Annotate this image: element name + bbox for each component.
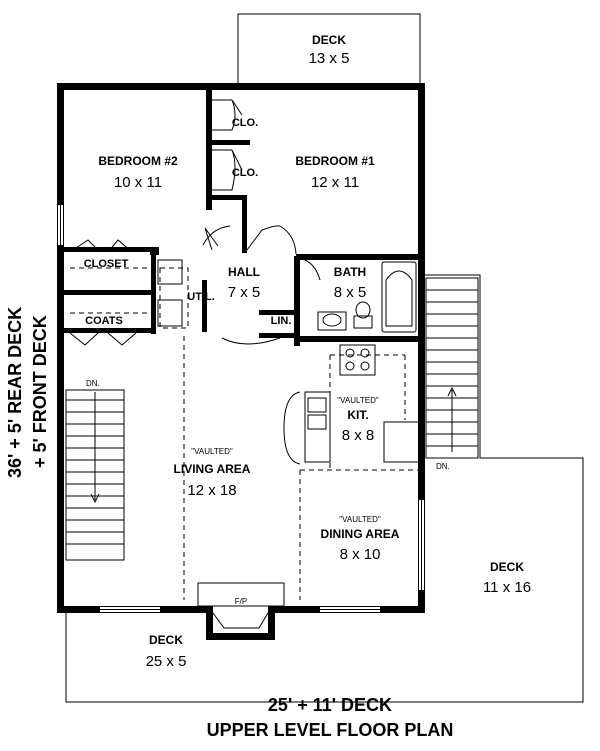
closet-label: CLOSET: [84, 258, 129, 270]
bath-size: 8 x 5: [334, 284, 367, 301]
stairs-right-down-label: DN.: [436, 462, 450, 471]
stairs-right: [425, 277, 479, 459]
side-label-line-1: 36' + 5' REAR DECK: [5, 307, 25, 478]
kitchen-fixtures: [283, 344, 421, 465]
kitchen-name: KIT.: [347, 408, 368, 422]
bedroom-1-size: 12 x 11: [311, 174, 359, 191]
bath-fixtures: [317, 261, 417, 333]
caption-line-2: UPPER LEVEL FLOOR PLAN: [207, 720, 454, 740]
fireplace: [197, 582, 285, 640]
lin-label: LIN.: [271, 315, 292, 327]
deck-right-name: DECK: [490, 560, 524, 574]
dining-name: DINING AREA: [321, 527, 400, 541]
stairs-left: [65, 389, 125, 561]
bedroom-2-size: 10 x 11: [114, 174, 162, 191]
doors: [69, 99, 321, 346]
stairs-left-down-label: DN.: [86, 379, 100, 388]
dining-size: 8 x 10: [340, 546, 381, 563]
deck-right-size: 11 x 16: [483, 579, 531, 596]
caption-line-1: 25' + 11' DECK: [268, 695, 392, 715]
side-label-line-2: + 5' FRONT DECK: [30, 315, 50, 468]
hall-name: HALL: [228, 265, 260, 279]
bedroom-1-name: BEDROOM #1: [295, 154, 375, 168]
deck-right-outline: [424, 274, 584, 703]
living-size: 12 x 18: [187, 482, 236, 499]
deck-bottom-size: 25 x 5: [146, 653, 187, 670]
living-note: "VAULTED": [191, 447, 233, 456]
deck-top-size: 13 x 5: [309, 50, 350, 67]
bath-name: BATH: [334, 265, 366, 279]
closet-2-label: CLO.: [232, 167, 258, 179]
coats-label: COATS: [85, 315, 123, 327]
bedroom-2-name: BEDROOM #2: [98, 154, 178, 168]
dining-note: "VAULTED": [339, 515, 381, 524]
closet-1-label: CLO.: [232, 117, 258, 129]
hall-size: 7 x 5: [228, 284, 261, 301]
deck-bottom-outline: [65, 612, 424, 703]
interior-walls: [64, 90, 418, 346]
kitchen-size: 8 x 8: [342, 427, 375, 444]
kitchen-note: "VAULTED": [337, 396, 379, 405]
deck-bottom-name: DECK: [149, 633, 183, 647]
deck-top-name: DECK: [312, 33, 346, 47]
util-label: UTIL.: [187, 291, 215, 303]
living-name: LIVING AREA: [174, 462, 251, 476]
fireplace-label: F/P: [235, 597, 247, 606]
